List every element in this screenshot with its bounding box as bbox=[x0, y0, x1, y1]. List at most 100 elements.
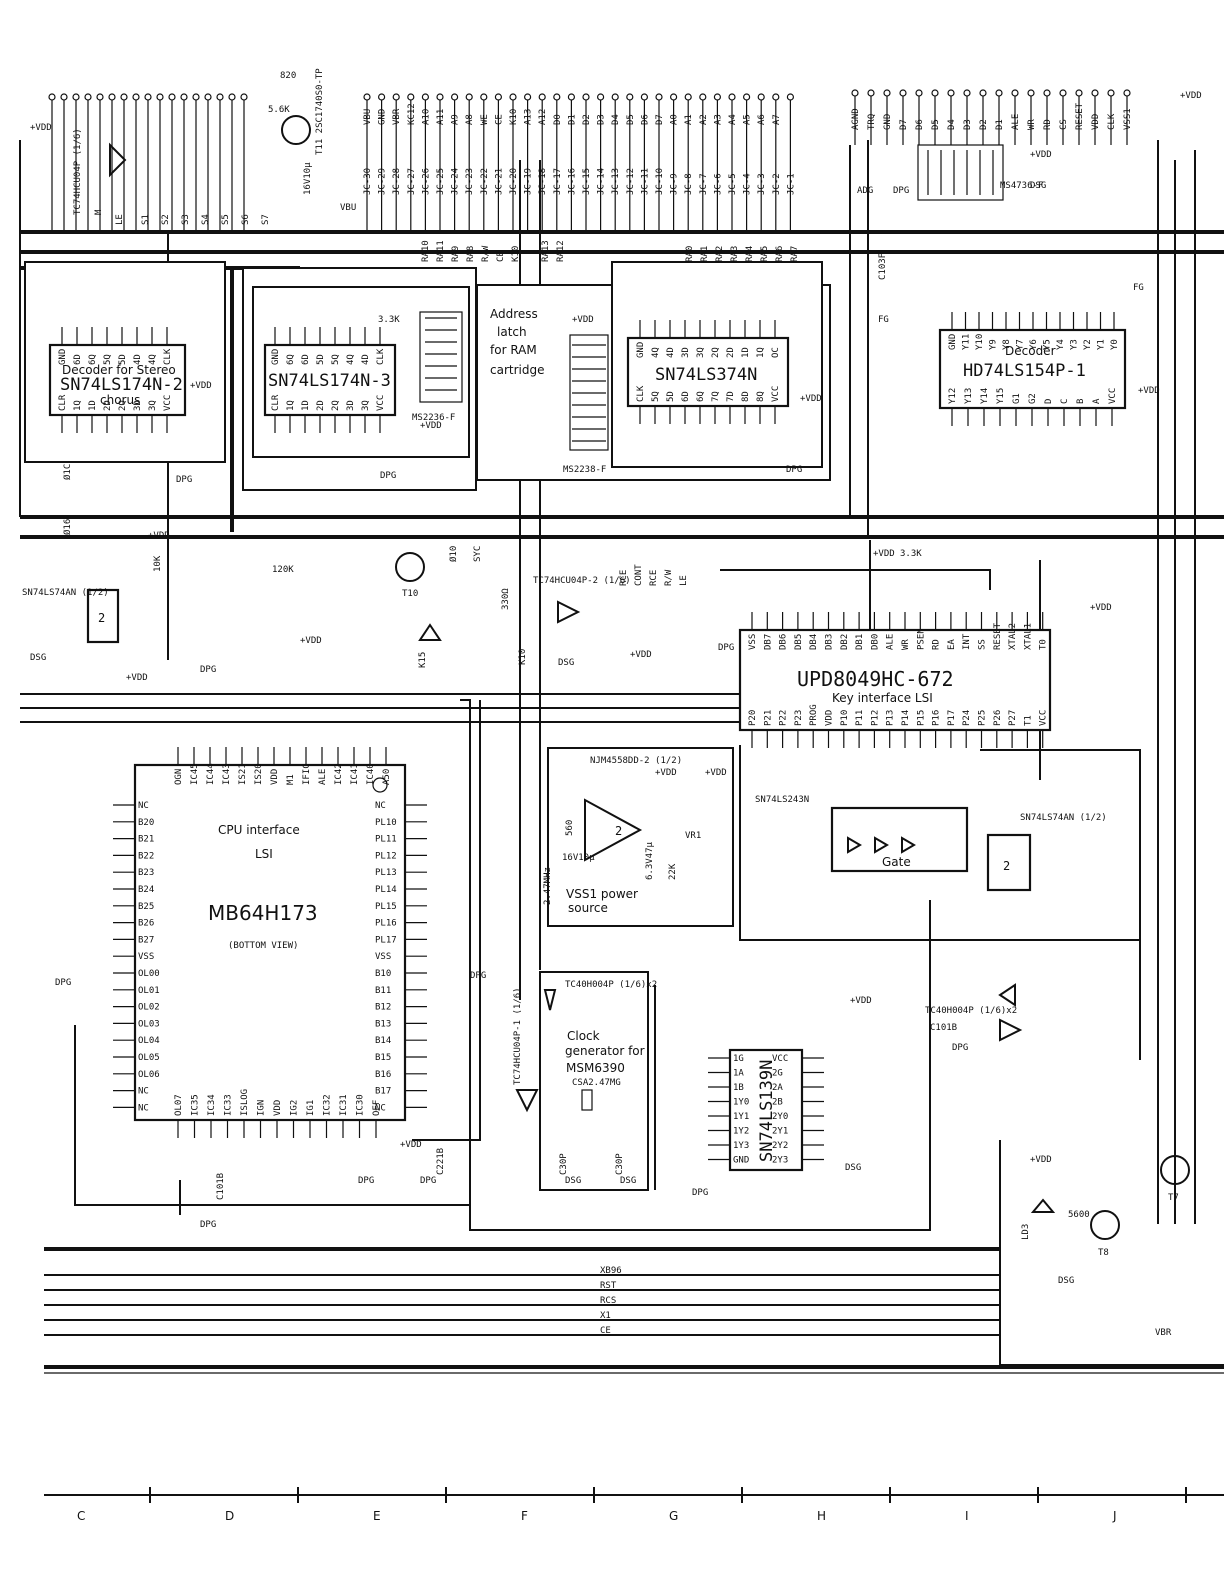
connector-signal-label: A1 bbox=[684, 114, 694, 125]
pin-label: OL03 bbox=[138, 1019, 160, 1029]
pin-label: 1Q bbox=[756, 347, 766, 358]
s-line-label: S7 bbox=[261, 214, 271, 225]
s-line-label: S1 bbox=[141, 214, 151, 225]
grid-letter: C bbox=[77, 1509, 85, 1523]
pin-label: P11 bbox=[855, 710, 865, 726]
pin-label: B15 bbox=[375, 1053, 391, 1063]
pin-label: 7D bbox=[726, 391, 736, 402]
terminal bbox=[168, 93, 176, 101]
f10-label: Ø10 bbox=[448, 546, 459, 562]
dpg-u5: DPG bbox=[718, 643, 734, 653]
vdd-label: +VDD bbox=[1090, 603, 1112, 613]
dpg-u7: DPG bbox=[692, 1188, 708, 1198]
connector-signal-label: VDD bbox=[1091, 114, 1101, 130]
pin-label: 1G bbox=[733, 1054, 744, 1064]
pin-label: P16 bbox=[932, 710, 942, 726]
connector-signal-label: GND bbox=[883, 114, 893, 130]
connector-pin-label: JC-7 bbox=[699, 173, 709, 195]
connector-signal-label: A13 bbox=[524, 109, 534, 125]
vdd-label: +VDD bbox=[400, 1140, 422, 1150]
pin-label: NC bbox=[375, 1103, 386, 1113]
pin-label: 6D bbox=[73, 354, 83, 365]
pin-label: IC35 bbox=[191, 1094, 201, 1116]
connector-signal-label: VBR bbox=[392, 108, 402, 125]
connector-signal-label: D1 bbox=[995, 119, 1005, 130]
fg-label: FG bbox=[1133, 283, 1144, 293]
pin-label: CLR bbox=[58, 394, 68, 411]
chip-njm4558dd: 2 NJM4558DD-2 (1/2) VSS1 power source 16… bbox=[547, 747, 734, 927]
terminal bbox=[899, 89, 907, 97]
pin-label: EA bbox=[947, 639, 957, 650]
terminal bbox=[1107, 89, 1115, 97]
connector-signal-label: A5 bbox=[743, 114, 753, 125]
dpg-c101b: DPG bbox=[200, 1220, 216, 1230]
pin-label: VSS bbox=[138, 952, 154, 962]
vdd-label: +VDD bbox=[30, 123, 52, 133]
pin-label: VCC bbox=[376, 395, 386, 411]
connector-signal-label: D0 bbox=[553, 114, 563, 125]
s-line-label: S6 bbox=[241, 214, 251, 225]
pin-label: 2Q bbox=[331, 400, 341, 411]
connector-pin-label: JC-30 bbox=[363, 168, 373, 195]
pin-label: B12 bbox=[375, 1003, 391, 1013]
pin-label: IC40 bbox=[366, 763, 376, 785]
terminal bbox=[979, 89, 987, 97]
connector-pin-label: JC-17 bbox=[553, 168, 563, 195]
terminal bbox=[582, 93, 590, 101]
terminal bbox=[1059, 89, 1067, 97]
vdd-label: +VDD bbox=[1030, 150, 1052, 160]
u6-part: MB64H173 bbox=[208, 901, 318, 925]
pin-label: ALE bbox=[318, 769, 328, 785]
vdd-label: +VDD bbox=[1180, 91, 1202, 101]
pin-label: IC33 bbox=[224, 1094, 234, 1116]
terminal bbox=[1027, 89, 1035, 97]
u9-c30p-2: C30P bbox=[615, 1153, 625, 1175]
addr-note-3: for RAM bbox=[490, 343, 537, 357]
grid-letter: I bbox=[965, 1509, 969, 1523]
pin-label: G1 bbox=[1012, 393, 1022, 404]
chip-sn74ls243n: Gate SN74LS243N bbox=[755, 795, 969, 873]
pin-label: IFIC bbox=[302, 763, 312, 785]
terminal bbox=[48, 93, 56, 101]
pin-label: P17 bbox=[947, 710, 957, 726]
vdd-label: +VDD bbox=[572, 315, 594, 325]
bottom-bus-label: XB96 bbox=[600, 1266, 622, 1276]
pin-label: 6D bbox=[681, 391, 691, 402]
pin-label: 6D bbox=[301, 354, 311, 365]
pin-label: 2Q bbox=[711, 347, 721, 358]
u7-part: SN74LS139N bbox=[757, 1060, 777, 1162]
pin-label: 1D bbox=[741, 347, 751, 358]
pin-label: IC32 bbox=[323, 1094, 333, 1116]
pin-label: IC30 bbox=[356, 1094, 366, 1116]
connector-pin-label: JC-21 bbox=[494, 168, 504, 195]
dsg-clk2: DSG bbox=[620, 1176, 636, 1186]
pin-label: 2Q bbox=[118, 400, 128, 411]
u13-part: TC74HCU04P (1/6) bbox=[73, 128, 83, 215]
terminal bbox=[851, 89, 859, 97]
connector-pin-label: JC-6 bbox=[713, 173, 723, 195]
pin-label: 2D bbox=[316, 400, 326, 411]
vdd-label: +VDD bbox=[126, 673, 148, 683]
pin-label: PROG bbox=[809, 704, 819, 726]
pin-label: CLK bbox=[636, 385, 646, 402]
connector-signal-label: D6 bbox=[640, 114, 650, 125]
terminal bbox=[931, 89, 939, 97]
u10-part: SN74LS243N bbox=[755, 795, 809, 805]
connector-pin-label: JC-28 bbox=[392, 168, 402, 195]
c101b-label-2: C101B bbox=[216, 1173, 226, 1200]
connector-pin-label: JC-4 bbox=[743, 173, 753, 195]
ra-label: RA7 bbox=[790, 246, 800, 262]
terminal bbox=[1075, 89, 1083, 97]
u9-part: TC40H004P (1/6)x2 bbox=[565, 980, 657, 990]
terminal bbox=[728, 93, 736, 101]
connector-pin-label: JC-23 bbox=[465, 168, 475, 195]
dpg-u6-right: DPG bbox=[470, 971, 486, 981]
connector-signal-label: D2 bbox=[582, 114, 592, 125]
pin-label: Y0 bbox=[1110, 339, 1120, 350]
connector-pin-label: JC-24 bbox=[451, 168, 461, 195]
ra-label: RA13 bbox=[541, 240, 551, 262]
vdd-label: +VDD bbox=[420, 421, 442, 431]
